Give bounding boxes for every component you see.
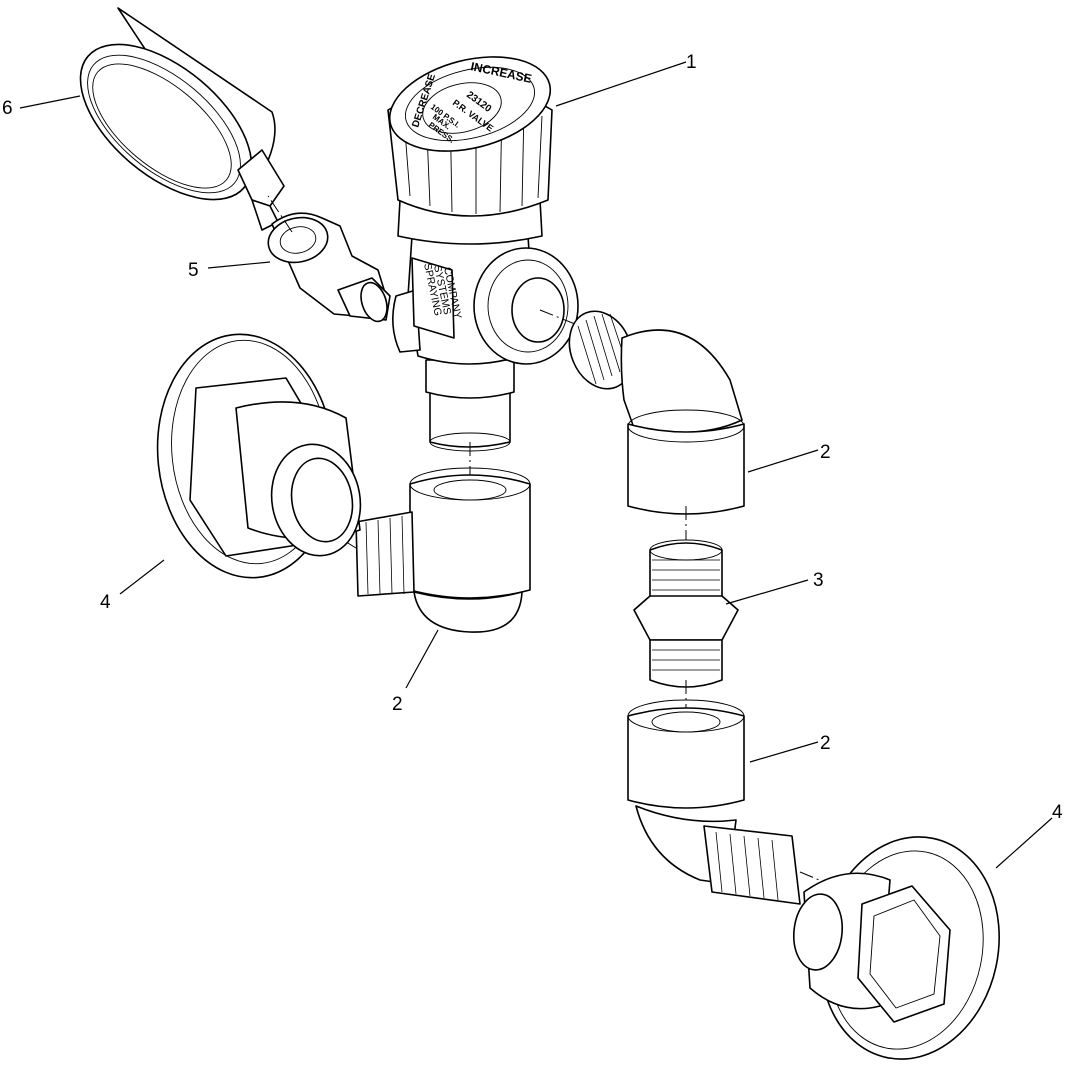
elbow-left — [309, 467, 531, 633]
callout-elbow-upper-right: 2 — [820, 442, 831, 463]
hex-nipple — [633, 539, 739, 712]
callout-elbow-lower-right: 2 — [820, 733, 831, 754]
leader-lines — [19, 61, 1053, 869]
callout-elbow-left: 2 — [392, 694, 403, 715]
bulkhead-flange-left — [156, 333, 362, 579]
callout-tee: 5 — [188, 260, 199, 281]
pressure-gauge — [79, 7, 285, 231]
gauge-tee-fitting — [267, 195, 391, 323]
callout-valve: 1 — [686, 52, 697, 73]
callout-numbers: 1 6 5 2 3 2 4 2 4 — [2, 52, 1063, 823]
callout-gauge: 6 — [2, 98, 13, 119]
elbow-lower-right — [627, 699, 825, 905]
callout-flange-right: 4 — [1052, 802, 1063, 823]
callout-nipple: 3 — [813, 570, 824, 591]
callout-flange-left: 4 — [100, 592, 111, 613]
bulkhead-flange-right — [793, 836, 1000, 1060]
elbow-upper-right — [568, 310, 745, 540]
pressure-regulating-valve: INCREASE DECREASE 23120 P.R. VALVE 100 P… — [387, 56, 581, 520]
